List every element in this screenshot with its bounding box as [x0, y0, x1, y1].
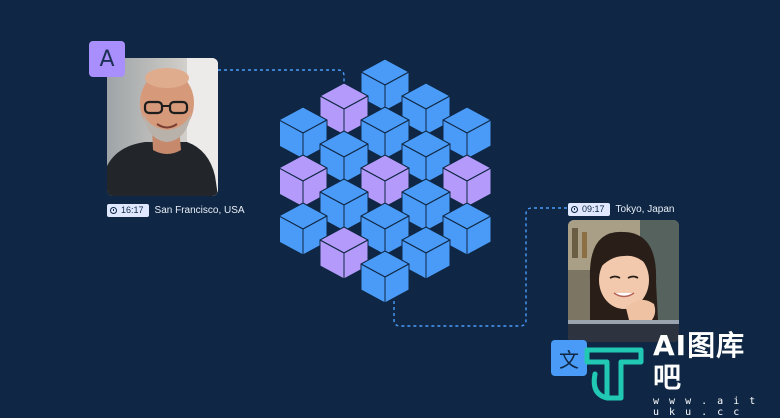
cube-blue	[280, 106, 328, 160]
portrait-woman-photo	[568, 220, 679, 342]
cube-blue	[401, 130, 451, 184]
cube-blue	[360, 58, 410, 112]
cube-blue	[442, 106, 492, 160]
translation-network-cubes	[280, 58, 492, 304]
time-chip: 09:17	[568, 203, 610, 216]
language-badge-a: A	[89, 41, 125, 77]
portrait-man-photo	[107, 58, 218, 196]
cube-blue	[360, 250, 410, 304]
left-user-time: 16:17	[121, 205, 144, 215]
clock-icon	[571, 206, 578, 213]
watermark-title: AI图库吧	[653, 329, 746, 394]
time-chip: 16:17	[107, 204, 149, 217]
connector-left	[218, 69, 345, 92]
cube-purple	[360, 154, 410, 208]
right-user-location: Tokyo, Japan	[615, 204, 675, 215]
dashed-connector-lines	[218, 69, 567, 327]
watermark: AI图库吧 w w w . a i t u k u . c c	[583, 330, 773, 418]
cube-purple	[280, 154, 328, 208]
right-user-time: 09:17	[582, 204, 605, 214]
left-user-meta: 16:17 San Francisco, USA	[107, 204, 245, 217]
right-user-meta: 09:17 Tokyo, Japan	[568, 203, 674, 216]
illustration-stage: A 16:17 San Francisco, USA 09:17 Tokyo, …	[89, 41, 773, 418]
language-badge-wen: 文	[551, 340, 587, 376]
cube-blue	[401, 82, 451, 136]
watermark-logo-icon	[583, 344, 645, 404]
watermark-url: w w w . a i t u k u . c c	[653, 396, 758, 418]
clock-icon	[110, 207, 117, 214]
left-user-location: San Francisco, USA	[154, 205, 245, 216]
